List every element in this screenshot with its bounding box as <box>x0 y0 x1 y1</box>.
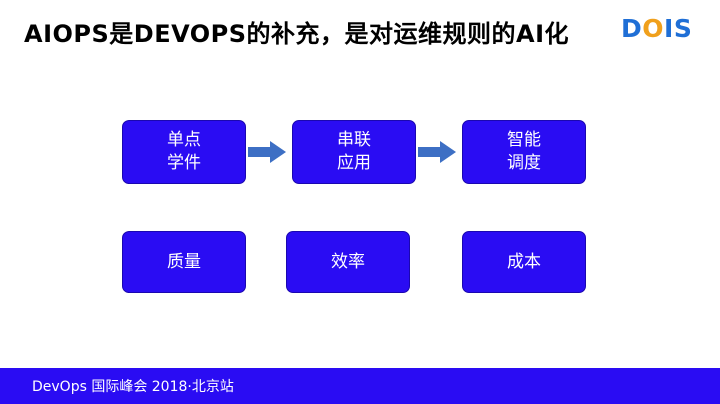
flow-box-serial-app: 串联 应用 <box>292 120 416 184</box>
flow-box-smart-schedule: 智能 调度 <box>462 120 586 184</box>
flow-box-single-point: 单点 学件 <box>122 120 246 184</box>
footer-text: DevOps 国际峰会 2018·北京站 <box>32 379 234 395</box>
arrow-right-icon <box>418 141 456 163</box>
flow-box-line2: 学件 <box>167 153 201 173</box>
flow-box-line2: 调度 <box>507 153 541 173</box>
slide-title: AIOPS是DEVOPS的补充，是对运维规则的AI化 <box>24 20 570 48</box>
metric-box-cost: 成本 <box>462 231 586 293</box>
metric-label: 效率 <box>331 251 365 272</box>
dois-logo: DOIS <box>621 14 692 43</box>
logo-letter-o: O <box>642 14 665 43</box>
metric-label: 成本 <box>507 251 541 272</box>
metric-box-efficiency: 效率 <box>286 231 410 293</box>
flow-box-line2: 应用 <box>337 153 371 173</box>
logo-letter-d: D <box>621 14 643 43</box>
metric-box-quality: 质量 <box>122 231 246 293</box>
logo-letter-i: I <box>664 14 674 43</box>
flow-box-line1: 智能 <box>507 130 541 150</box>
flow-box-line1: 单点 <box>167 130 201 150</box>
footer-bar: DevOps 国际峰会 2018·北京站 <box>0 368 720 404</box>
metric-label: 质量 <box>167 251 201 272</box>
flow-box-line1: 串联 <box>337 130 371 150</box>
logo-letter-s: S <box>673 14 693 43</box>
arrow-right-icon <box>248 141 286 163</box>
